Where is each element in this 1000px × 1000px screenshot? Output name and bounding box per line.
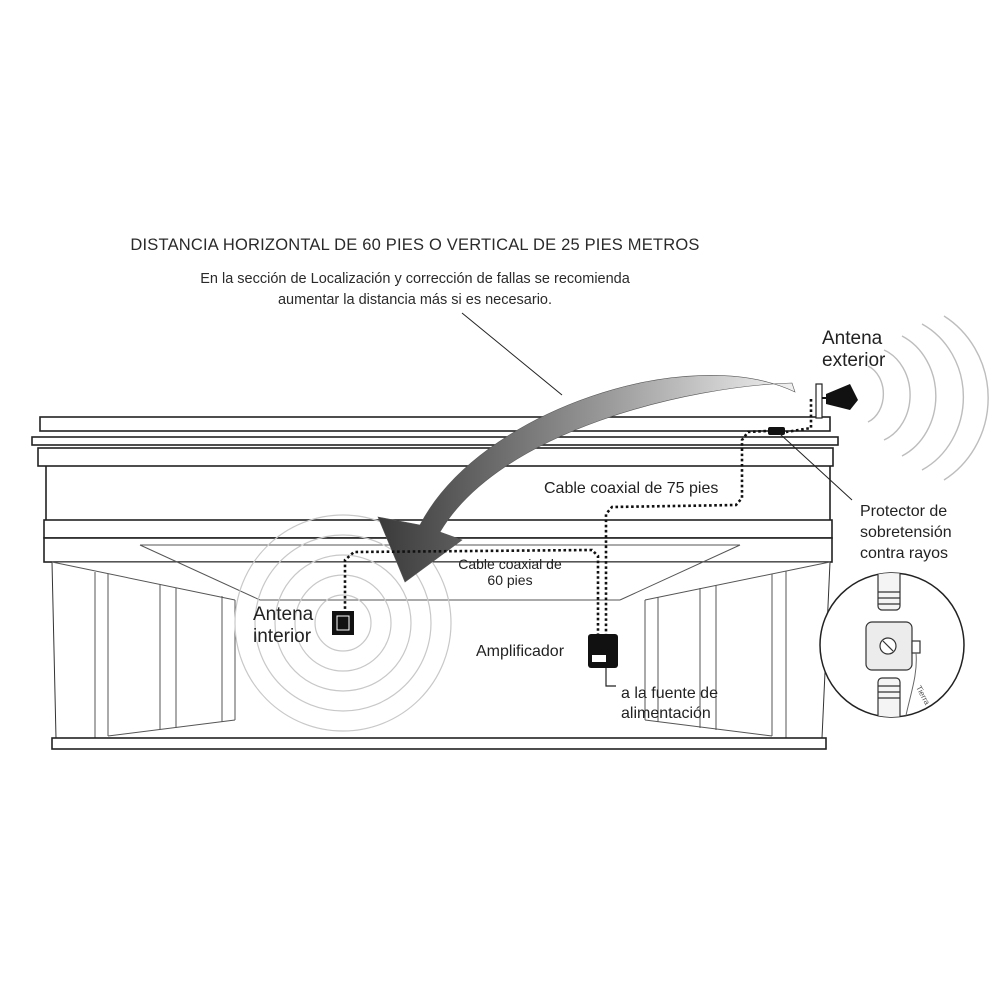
cable-60-label: Cable coaxial de 60 pies <box>440 556 580 588</box>
power-source-label-line-1: a la fuente de <box>621 685 718 702</box>
amplifier-label: Amplificador <box>476 643 565 660</box>
building-floor <box>51 737 827 750</box>
outdoor-antenna-label: Antena exterior <box>822 328 885 372</box>
indoor-antenna-label-line-2: interior <box>253 626 312 647</box>
coax-cable-75 <box>604 399 813 634</box>
note-leader-line <box>461 312 563 396</box>
outdoor-signal-waves <box>867 315 989 481</box>
surge-protector-icon <box>768 427 785 435</box>
amplifier-icon <box>588 634 618 668</box>
cable-60-label-line-1: Cable coaxial de <box>458 556 562 572</box>
distance-arrow <box>377 375 796 583</box>
indoor-antenna-icon <box>332 611 354 635</box>
distance-heading: DISTANCIA HORIZONTAL DE 60 PIES O VERTIC… <box>130 236 700 254</box>
cable-75-label: Cable coaxial de 75 pies <box>544 480 719 497</box>
surge-protector-label-line-1: Protector de <box>860 503 948 520</box>
cable-60-label-line-2: 60 pies <box>487 572 533 588</box>
surge-protector-label-line-2: sobretensión <box>860 524 952 541</box>
indoor-antenna-label-line-1: Antena <box>253 604 314 625</box>
outdoor-antenna-label-line-1: Antena <box>822 328 883 349</box>
building-interior <box>51 544 831 739</box>
surge-protector-leader <box>779 433 853 501</box>
surge-protector-label: Protector de sobretensión contra rayos <box>860 501 952 564</box>
note-line-2: aumentar la distancia más si es necesari… <box>277 292 553 308</box>
troubleshooting-note: En la sección de Localización y correcci… <box>0 269 830 311</box>
note-line-1: En la sección de Localización y correcci… <box>200 271 630 287</box>
surge-protector-inset <box>819 572 965 718</box>
power-source-label: a la fuente de alimentación <box>621 684 718 724</box>
power-cable <box>605 668 616 687</box>
indoor-signal-waves <box>234 514 452 732</box>
indoor-antenna-label: Antena interior <box>253 604 313 648</box>
outdoor-antenna-label-line-2: exterior <box>822 350 886 371</box>
power-source-label-line-2: alimentación <box>621 705 711 722</box>
outdoor-antenna-icon <box>815 383 858 419</box>
surge-protector-label-line-3: contra rayos <box>860 545 949 562</box>
